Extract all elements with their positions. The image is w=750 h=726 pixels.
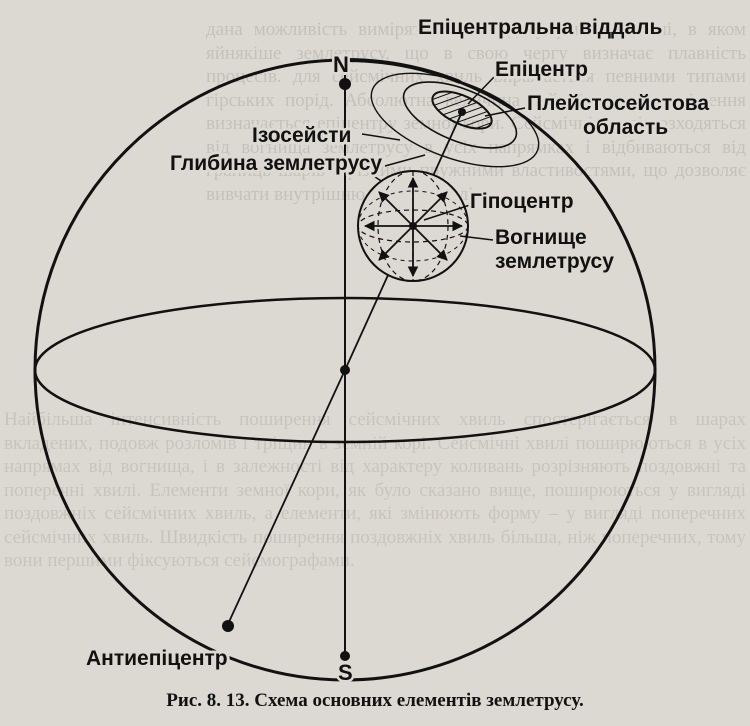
isoseist-1 <box>402 81 518 149</box>
focus-sphere <box>357 170 469 282</box>
leader-pleistoseist <box>484 107 526 117</box>
label-north: N <box>333 52 349 77</box>
leader-isoseists <box>361 133 401 141</box>
epicenter-point <box>458 108 466 116</box>
antiepicenter-point <box>222 620 234 632</box>
north-pole-point <box>339 78 351 90</box>
background-text-lower: Найбільша інтенсивність поширення сейсмі… <box>4 409 746 571</box>
label-pleistoseist-line1: Плейстосейстова <box>527 92 709 115</box>
label-epicenter: Епіцентр <box>495 58 588 81</box>
label-focus-line1: Вогнище <box>495 226 587 249</box>
label-epicentral-distance: Епіцентральна віддаль <box>418 16 662 39</box>
depth-tick-1 <box>384 154 426 167</box>
epicenter-to-antiepicenter-line <box>227 369 346 625</box>
leader-hypocenter <box>423 204 471 221</box>
south-pole-point <box>340 651 350 661</box>
label-isoseists: Ізосейсти <box>252 124 351 147</box>
label-focal-depth: Глибина землетрусу <box>170 152 382 175</box>
epicentral-distance-arc <box>344 57 461 84</box>
leader-epicenter <box>467 75 496 105</box>
label-hypocenter: Гіпоцентр <box>470 190 574 213</box>
label-antiepicenter: Антиепіцентр <box>86 647 228 670</box>
figure-caption: Рис. 8. 13. Схема основних елементів зем… <box>166 690 584 711</box>
isoseist-2 <box>370 72 540 168</box>
label-south: S <box>338 660 353 685</box>
label-pleistoseist-line2: область <box>583 116 668 139</box>
label-focus-line2: землетрусу <box>495 250 614 273</box>
leader-focus <box>459 235 494 241</box>
